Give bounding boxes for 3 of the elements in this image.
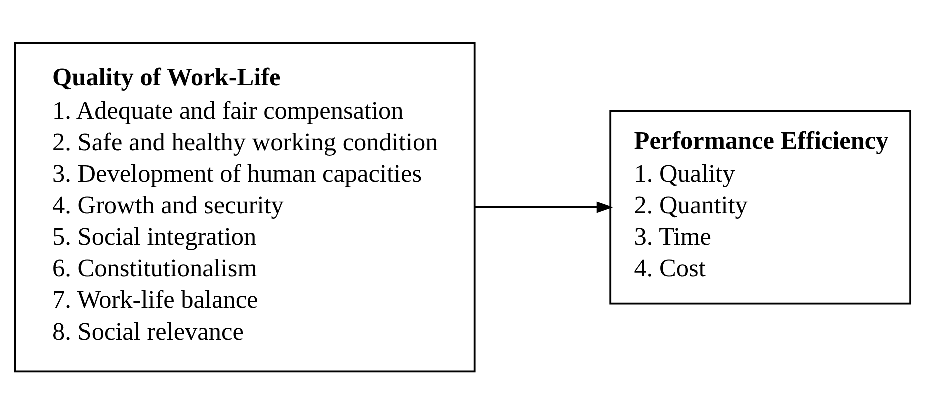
node-box: Quality of Work-Life 1. Adequate and fair compensation 2. Safe and healthy working condition 3. Development of human capacities 4. Growth and security 5. Social integration 6. Constitutionalism 7. Work-life balance 8. Social relevance: [14, 42, 476, 373]
node-box: Performance Efficiency 1. Quality 2. Quantity 3. Time 4. Cost: [610, 110, 912, 305]
arrow: [475, 202, 614, 214]
